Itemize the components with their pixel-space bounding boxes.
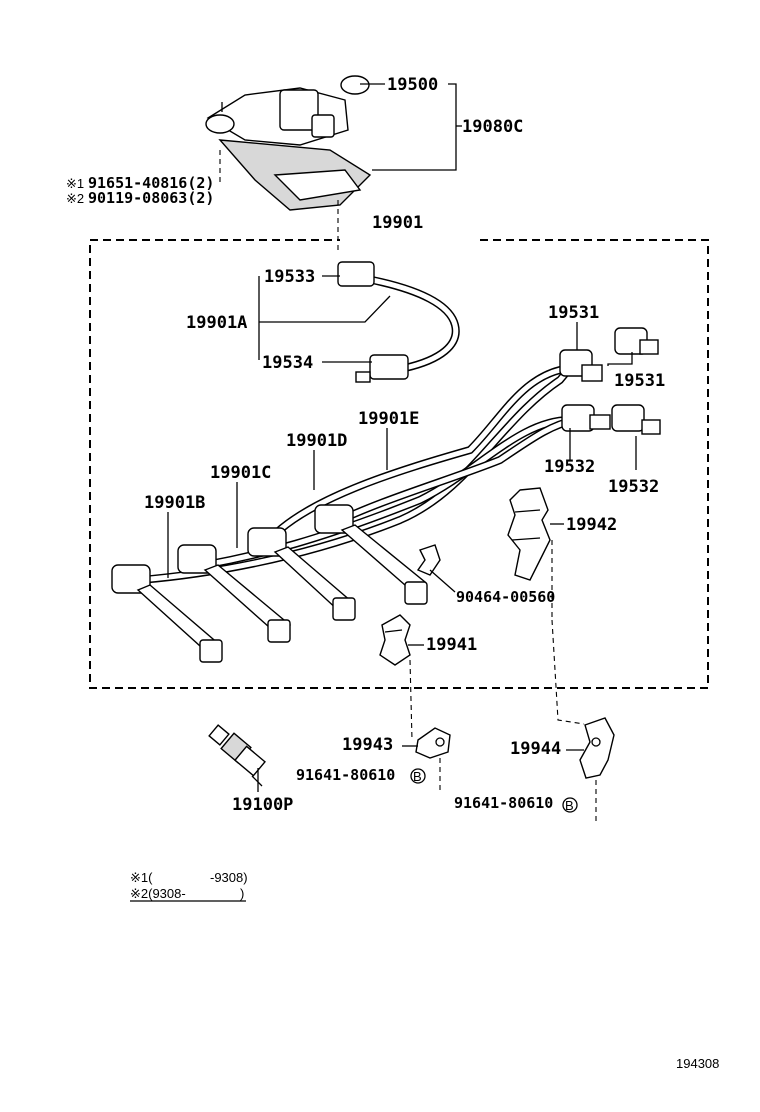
- label-19531-left: 19531: [548, 303, 599, 323]
- label-19532-right: 19532: [608, 477, 659, 497]
- label-19901e: 19901E: [358, 409, 419, 429]
- bolt-mark-left: B: [413, 769, 422, 784]
- legend-row2-mark: ※2(9308-: [130, 886, 186, 901]
- label-19533: 19533: [264, 267, 315, 287]
- label-19500: 19500: [387, 75, 438, 95]
- label-90464-00560: 90464-00560: [456, 588, 555, 606]
- legend-row2-range: ): [240, 886, 244, 901]
- bracket-19944-illustration: [579, 717, 615, 779]
- label-90119-08063: 90119-08063(2): [88, 189, 214, 207]
- cord-set-illustration: [111, 327, 661, 663]
- label-19901: 19901: [372, 213, 423, 233]
- label-19942: 19942: [566, 515, 617, 535]
- label-19901c: 19901C: [210, 463, 271, 483]
- legend-row1-mark: ※1(: [130, 870, 153, 885]
- bolt-mark-right: B: [565, 798, 574, 813]
- ignition-coil-illustration: [205, 75, 372, 211]
- label-19901a: 19901A: [186, 313, 247, 333]
- bolt-mark-circle-left: [410, 768, 426, 784]
- label-19901b: 19901B: [144, 493, 205, 513]
- clip-90464-illustration: [416, 544, 441, 576]
- label-19944: 19944: [510, 739, 561, 759]
- label-19080c: 19080C: [462, 117, 523, 137]
- spark-plug-illustration: [208, 724, 266, 787]
- label-91641-80610-left: 91641-80610: [296, 766, 395, 784]
- label-19100p: 19100P: [232, 795, 293, 815]
- reference-number: 194308: [676, 1056, 719, 1071]
- label-19531-right: 19531: [614, 371, 665, 391]
- label-19532-left: 19532: [544, 457, 595, 477]
- clamp-19942-illustration: [507, 487, 551, 581]
- label-19941: 19941: [426, 635, 477, 655]
- cord-19901a-illustration: [337, 261, 460, 383]
- label-91651-40816: 91651-40816(2): [88, 174, 214, 192]
- note1-mark: ※1: [66, 176, 84, 191]
- bracket-19943-illustration: [415, 727, 451, 759]
- bolt-mark-circle-right: [562, 797, 578, 813]
- clamp-19941-illustration: [379, 614, 411, 666]
- label-91641-80610-right: 91641-80610: [454, 794, 553, 812]
- label-19534: 19534: [262, 353, 313, 373]
- label-19943: 19943: [342, 735, 393, 755]
- legend-row1-range: -9308): [210, 870, 248, 885]
- label-19901d: 19901D: [286, 431, 347, 451]
- note2-mark: ※2: [66, 191, 84, 206]
